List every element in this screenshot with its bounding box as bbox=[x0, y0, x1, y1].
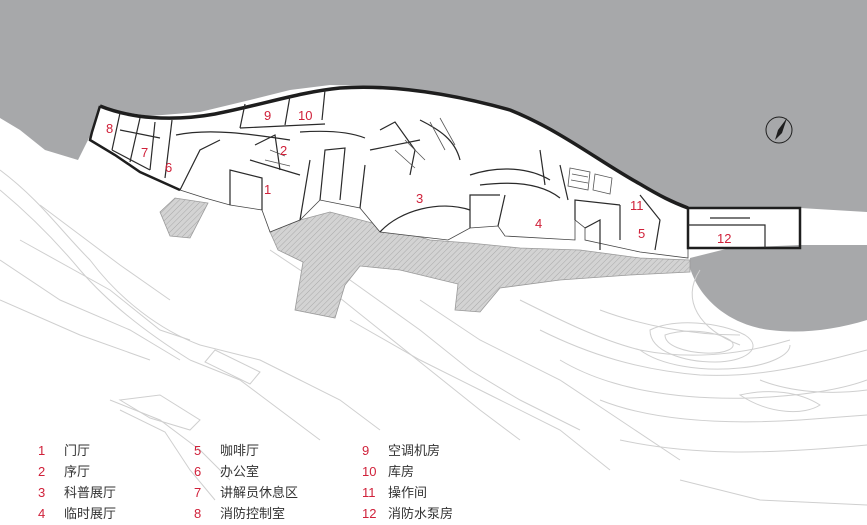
room-label-2: 2 bbox=[280, 143, 287, 158]
interior-walls bbox=[111, 89, 766, 251]
legend-label: 消防控制室 bbox=[220, 507, 286, 522]
landscape-shapes bbox=[118, 322, 821, 431]
legend-label: 消防水泵房 bbox=[388, 507, 454, 522]
legend-item: 1 门厅 bbox=[38, 440, 116, 461]
legend-item: 2 序厅 bbox=[38, 461, 116, 482]
legend-number: 8 bbox=[194, 506, 202, 521]
legend-number: 12 bbox=[362, 506, 377, 521]
legend-number: 6 bbox=[194, 464, 202, 479]
room-label-4: 4 bbox=[535, 216, 542, 231]
legend-label: 库房 bbox=[388, 465, 415, 480]
room-label-1: 1 bbox=[264, 182, 271, 197]
legend-item: 7 讲解员休息区 bbox=[194, 482, 298, 503]
legend-number: 10 bbox=[362, 464, 377, 479]
legend-label: 序厅 bbox=[64, 465, 91, 480]
legend-label: 操作间 bbox=[388, 486, 428, 501]
water-area-east bbox=[690, 245, 867, 332]
room-label-6: 6 bbox=[165, 160, 172, 175]
legend-number: 1 bbox=[38, 443, 46, 458]
room-label-3: 3 bbox=[416, 191, 423, 206]
room-label-7: 7 bbox=[141, 145, 148, 160]
legend-label: 咖啡厅 bbox=[220, 444, 260, 459]
legend-label: 办公室 bbox=[220, 465, 260, 480]
legend-item: 10 库房 bbox=[362, 461, 453, 482]
legend-item: 8 消防控制室 bbox=[194, 503, 298, 524]
exterior-walls bbox=[88, 85, 802, 250]
legend-number: 3 bbox=[38, 485, 46, 500]
room-label-5: 5 bbox=[638, 226, 645, 241]
room-label-10: 10 bbox=[298, 108, 312, 123]
north-arrow-icon bbox=[765, 116, 793, 144]
legend-item: 11 操作间 bbox=[362, 482, 453, 503]
legend-column-1: 1 门厅 2 序厅 3 科普展厅 4 临时展厅 bbox=[38, 440, 116, 524]
room-label-12: 12 bbox=[717, 231, 731, 246]
room-label-8: 8 bbox=[106, 121, 113, 136]
legend-number: 11 bbox=[362, 485, 376, 500]
room-label-11: 11 bbox=[630, 198, 644, 213]
legend-item: 6 办公室 bbox=[194, 461, 298, 482]
legend-item: 12 消防水泵房 bbox=[362, 503, 453, 524]
landscape-lines bbox=[0, 169, 867, 506]
decks bbox=[159, 197, 691, 319]
legend-number: 5 bbox=[194, 443, 202, 458]
fixtures bbox=[264, 117, 613, 195]
legend-number: 4 bbox=[38, 506, 46, 521]
water-area-north bbox=[0, 0, 867, 212]
legend-item: 9 空调机房 bbox=[362, 440, 453, 461]
legend-item: 4 临时展厅 bbox=[38, 503, 116, 524]
legend-number: 9 bbox=[362, 443, 370, 458]
legend-column-2: 5 咖啡厅 6 办公室 7 讲解员休息区 8 消防控制室 bbox=[194, 440, 298, 524]
legend-label: 临时展厅 bbox=[64, 507, 117, 522]
room-label-9: 9 bbox=[264, 108, 271, 123]
legend-label: 门厅 bbox=[64, 444, 91, 459]
legend-label: 讲解员休息区 bbox=[220, 486, 299, 501]
legend-column-3: 9 空调机房 10 库房 11 操作间 12 消防水泵房 bbox=[362, 440, 453, 524]
legend-label: 空调机房 bbox=[388, 444, 441, 459]
legend-number: 7 bbox=[194, 485, 202, 500]
legend-item: 5 咖啡厅 bbox=[194, 440, 298, 461]
legend-label: 科普展厅 bbox=[64, 486, 117, 501]
legend-item: 3 科普展厅 bbox=[38, 482, 116, 503]
legend: 1 门厅 2 序厅 3 科普展厅 4 临时展厅 5 咖啡厅 6 办公室 7 讲解员休息区 8 消… bbox=[32, 440, 862, 524]
legend-number: 2 bbox=[38, 464, 46, 479]
